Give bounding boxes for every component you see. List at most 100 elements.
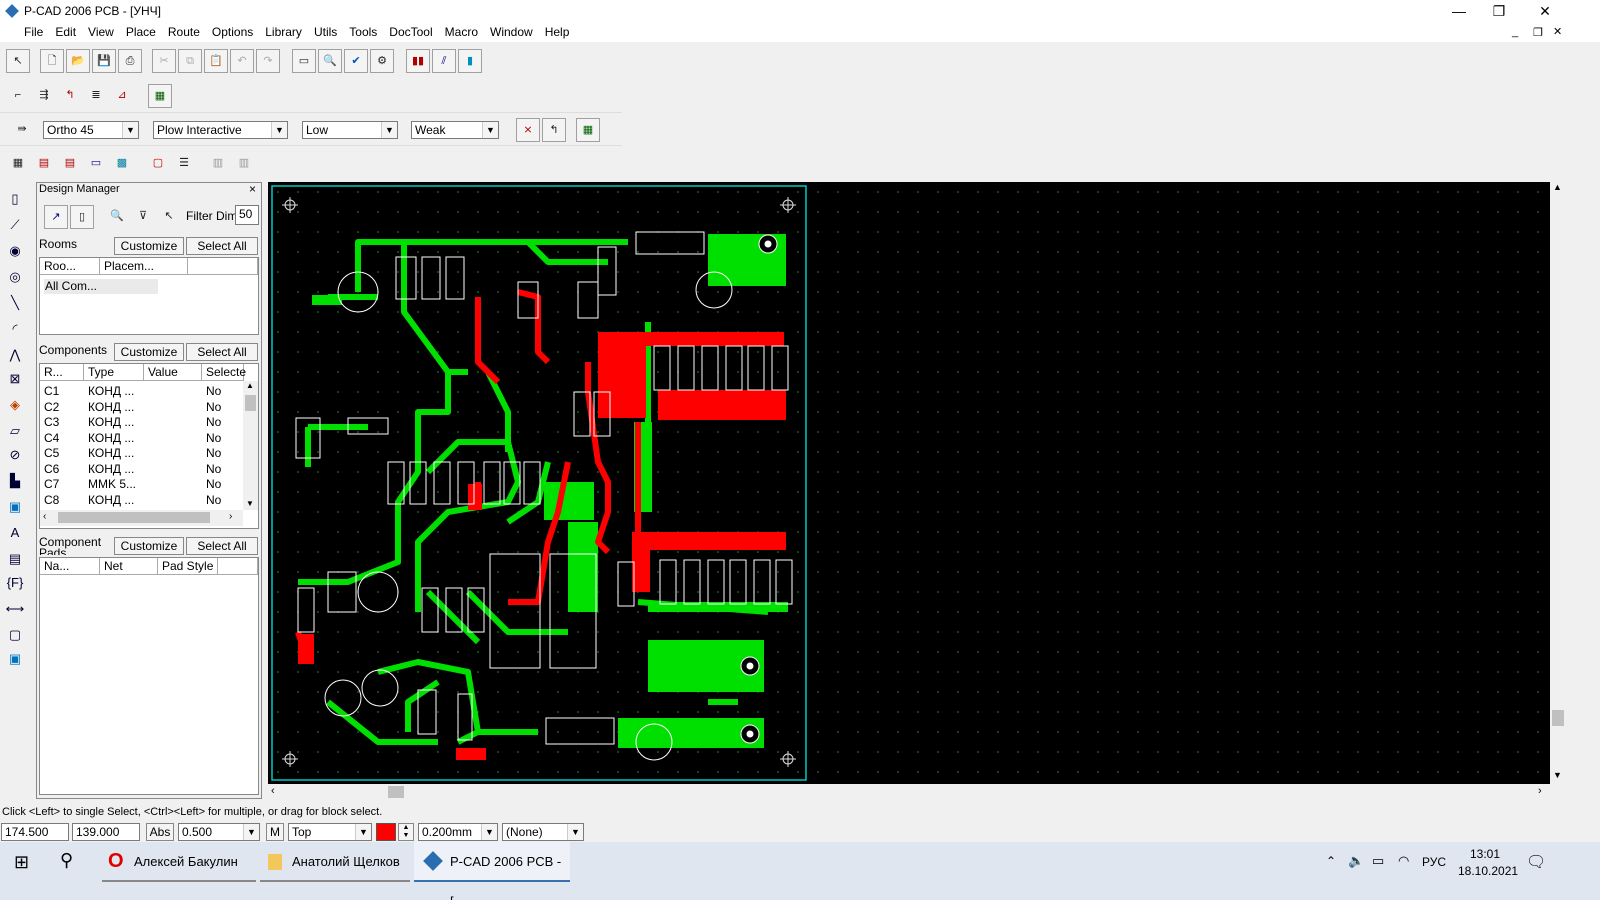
measure-icon[interactable]: ▭ xyxy=(292,49,316,73)
components-customize-button[interactable]: Customize xyxy=(114,343,184,361)
route-multi-icon[interactable]: ⇶ xyxy=(39,89,49,101)
taskbar-item-folder[interactable]: Анатолий Щелков xyxy=(260,842,410,882)
taskbar-item-pcad[interactable]: P-CAD 2006 PCB - [... xyxy=(414,842,570,900)
mdi-minimize-icon[interactable]: _ xyxy=(1512,26,1519,38)
netlist-icon[interactable]: ⚙ xyxy=(370,49,394,73)
save-icon[interactable]: 💾 xyxy=(92,49,116,73)
comp-col-ref[interactable]: R... xyxy=(40,364,84,381)
rooms-col-placement[interactable]: Placem... xyxy=(100,258,188,275)
rooms-select-all-button[interactable]: Select All xyxy=(186,237,258,255)
mdi-close-icon[interactable]: ✕ xyxy=(1553,26,1563,38)
zoom-to-icon[interactable]: 🔍 xyxy=(110,210,124,222)
pads-col-padstyle[interactable]: Pad Style xyxy=(158,558,218,575)
net-select[interactable]: (None)▼ xyxy=(502,823,584,841)
place-copper-pour-icon[interactable]: ◈ xyxy=(10,397,20,412)
scroll-right-icon[interactable]: › xyxy=(1538,785,1542,797)
open-folder-icon[interactable]: 📂 xyxy=(66,49,90,73)
route-miter-icon[interactable]: ⊿ xyxy=(117,89,127,101)
route-icon[interactable]: ⫽ xyxy=(432,49,456,73)
place-picture-icon[interactable]: ▣ xyxy=(8,651,22,666)
search-icon[interactable]: ⚲ xyxy=(60,850,74,870)
autorouter-icon[interactable]: ▦ xyxy=(148,84,172,108)
notifications-icon[interactable]: 🗨 xyxy=(1526,854,1547,871)
layers-icon[interactable]: ▤ xyxy=(64,157,76,169)
pads-select-all-button[interactable]: Select All xyxy=(186,537,258,555)
grid-table-icon[interactable]: ▦ xyxy=(12,157,24,169)
menu-window[interactable]: Window xyxy=(490,25,533,39)
list-item[interactable]: All Com... xyxy=(44,279,158,294)
scroll-left-icon[interactable]: ‹ xyxy=(271,785,275,797)
scroll-down-icon[interactable]: ▼ xyxy=(1553,770,1562,780)
components-hscrollbar[interactable]: ‹ › xyxy=(40,510,243,526)
pads-col-net[interactable]: Net xyxy=(100,558,158,575)
menu-place[interactable]: Place xyxy=(125,25,156,39)
scroll-thumb[interactable] xyxy=(1552,710,1564,726)
menu-macro[interactable]: Macro xyxy=(444,25,478,39)
menu-utils[interactable]: Utils xyxy=(313,25,338,39)
show-hidden-icons-icon[interactable]: ⌃ xyxy=(1326,854,1337,868)
place-cutout-icon[interactable]: ⊠ xyxy=(9,371,21,386)
menu-help[interactable]: Help xyxy=(544,25,570,39)
abs-rel-button[interactable]: Abs xyxy=(146,823,174,841)
place-polygon-icon[interactable]: ⋀ xyxy=(9,347,21,362)
scroll-thumb[interactable] xyxy=(245,395,256,411)
nets-view-icon[interactable]: ↗ xyxy=(44,205,68,229)
place-ref-icon[interactable]: ▢ xyxy=(8,627,22,642)
filter-icon[interactable]: ⊽ xyxy=(138,210,148,222)
query-icon[interactable]: ▥ xyxy=(212,157,224,169)
route-interactive-icon[interactable]: ↰ xyxy=(65,89,75,101)
language-indicator[interactable]: РУС xyxy=(1422,855,1447,869)
menu-edit[interactable]: Edit xyxy=(55,25,77,39)
rooms-customize-button[interactable]: Customize xyxy=(114,237,184,255)
place-dimension-icon[interactable]: ⟷ xyxy=(5,601,25,616)
select-arrow-icon[interactable]: ↖ xyxy=(6,49,30,73)
place-component-icon[interactable]: ▯ xyxy=(11,191,19,206)
place-via-icon[interactable]: ◎ xyxy=(9,269,21,284)
mdi-restore-icon[interactable]: ❐ xyxy=(1533,27,1543,39)
maximize-button[interactable]: ❐ xyxy=(1492,3,1506,19)
pads-col-name[interactable]: Na... xyxy=(40,558,100,575)
paste-icon[interactable]: 📋 xyxy=(204,49,228,73)
close-button[interactable]: ✕ xyxy=(1539,3,1551,19)
filter-dim-input[interactable]: 50 xyxy=(235,205,259,225)
library-icon[interactable]: ▭ xyxy=(90,157,102,169)
pads-customize-button[interactable]: Customize xyxy=(114,537,184,555)
unroute-icon[interactable]: ⨯ xyxy=(516,118,540,142)
place-pad-icon[interactable]: ◉ xyxy=(9,243,21,258)
layer-select[interactable]: Top▼ xyxy=(288,823,372,841)
place-line-icon[interactable]: ╲ xyxy=(11,295,19,310)
components-view-icon[interactable]: ▯ xyxy=(70,205,94,229)
place-arc-icon[interactable]: ◜ xyxy=(12,321,18,336)
place-point-icon[interactable]: ▣ xyxy=(8,499,22,514)
scroll-left-icon[interactable]: ‹ xyxy=(43,511,47,522)
autoroute-icon[interactable]: ▦ xyxy=(576,118,600,142)
menu-view[interactable]: View xyxy=(88,25,114,39)
menu-library[interactable]: Library xyxy=(265,25,302,39)
copy-icon[interactable]: ⧉ xyxy=(178,49,202,73)
cut-icon[interactable]: ✂ xyxy=(152,49,176,73)
component-icon[interactable]: ▮▮ xyxy=(406,49,430,73)
image-icon[interactable]: ▩ xyxy=(116,157,128,169)
drc-icon[interactable]: ✔ xyxy=(344,49,368,73)
scroll-up-icon[interactable]: ▲ xyxy=(246,381,254,390)
windows-start-icon[interactable]: ⊞ xyxy=(14,852,30,872)
plow-strength-select[interactable]: Weak▼ xyxy=(411,121,499,139)
place-keepout-icon[interactable]: ⊘ xyxy=(9,447,21,462)
minimize-button[interactable]: — xyxy=(1452,3,1466,19)
line-width-select[interactable]: 0.200mm▼ xyxy=(418,823,498,841)
components-select-all-button[interactable]: Select All xyxy=(186,343,258,361)
redo-icon[interactable]: ↷ xyxy=(256,49,280,73)
battery-icon[interactable]: ▭ xyxy=(1372,853,1385,868)
plow-mode-select[interactable]: Plow Interactive▼ xyxy=(153,121,288,139)
plow-level-select[interactable]: Low▼ xyxy=(302,121,398,139)
comp-col-selected[interactable]: Selecte xyxy=(202,364,246,381)
report-icon[interactable]: ▤ xyxy=(38,157,50,169)
route-bus-icon[interactable]: ≣ xyxy=(91,89,101,101)
menu-options[interactable]: Options xyxy=(211,25,254,39)
